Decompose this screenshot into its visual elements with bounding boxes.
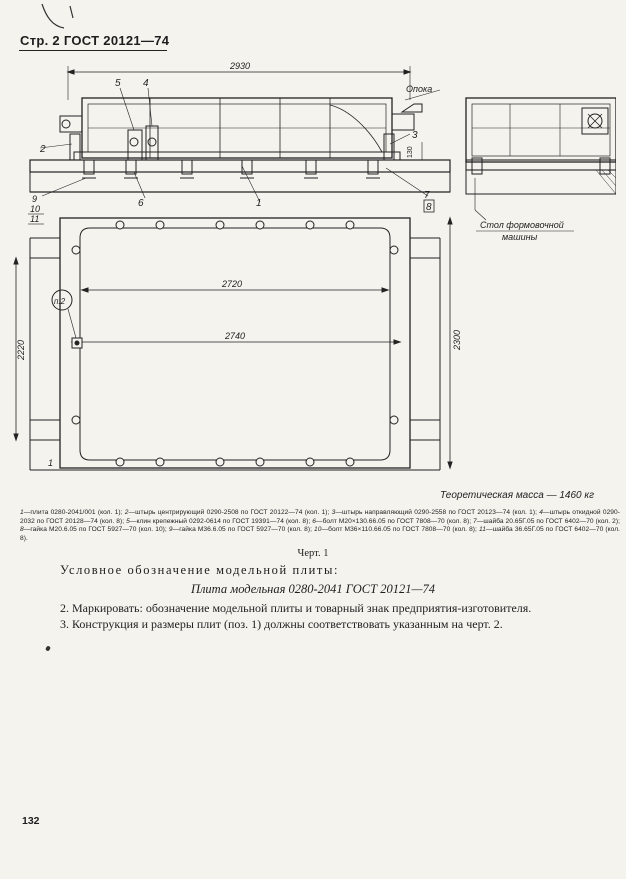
legend-num-6: 6 (312, 517, 316, 525)
side-elevation: Стол формовочной машины (465, 97, 616, 242)
plan-view: 2720 2740 п.2 2220 2300 1 (13, 216, 462, 471)
dim-small-height: 130 (407, 146, 414, 158)
legend-item-10: —болт М36×110.66.05 по ГОСТ 7808—70 (кол… (321, 526, 479, 534)
legend-num-11: 11 (478, 526, 486, 534)
pos-2-label: 2 (39, 144, 46, 155)
pos-1-label: 1 (256, 198, 262, 209)
legend-num-10: 10 (314, 526, 322, 534)
page-number: 132 (22, 815, 40, 827)
legend-num-4: 4 (539, 509, 543, 516)
front-elevation: 2930 (28, 61, 451, 225)
legend-num-2: 2 (124, 509, 129, 516)
designation-heading: Условное обозначение модельной плиты: (60, 563, 340, 577)
dim-height-right: 2300 (452, 330, 462, 351)
legend-num-3: 3 (331, 509, 336, 516)
legend-item-9: —гайка М36.6.05 по ГОСТ 5927—70 (кол. 8)… (172, 526, 315, 534)
dim-overall-length: 2930 (229, 61, 250, 71)
clause-3: 3. Конструкция и размеры плит (поз. 1) д… (60, 617, 503, 631)
pos-6-label: 6 (138, 198, 144, 209)
dim-2720: 2720 (221, 279, 242, 289)
legend-item-11: —шайба 36.65Г.05 по ГОСТ 6402—70 (кол. 8… (20, 526, 620, 542)
legend-item-5: —клин крепежный 0292-0614 по ГОСТ 19391—… (129, 517, 313, 525)
page-header: Стр. 2 ГОСТ 20121—74 (20, 33, 170, 48)
detail-ref-label: п.2 (54, 297, 66, 306)
pos-1-plan-label: 1 (48, 458, 53, 468)
designation-example: Плита модельная 0280-2041 ГОСТ 20121—74 (190, 582, 436, 596)
scan-mark (41, 3, 74, 29)
figure-caption: Черт. 1 (297, 548, 329, 559)
parts-legend: 1—плита 0280-2041/001 (кол. 1); 2—штырь … (20, 509, 620, 543)
header-rule (19, 50, 167, 51)
machine-table-label-2: машины (502, 232, 538, 242)
pos-5-label: 5 (115, 78, 121, 89)
flask-label: Опока (406, 84, 432, 94)
dim-hole-span: 2740 (224, 331, 245, 341)
legend-num-5: 5 (126, 517, 130, 525)
legend-item-1: —плита 0280-2041/001 (кол. 1); (23, 509, 125, 516)
legend-num-7: 7 (473, 517, 477, 525)
pos-7-label: 7 (424, 190, 430, 201)
assembly-drawing: 2930 (13, 61, 616, 471)
pos-11-label: 11 (30, 214, 39, 224)
legend-num-8: 8 (20, 526, 24, 534)
pos-4-label: 4 (143, 78, 149, 89)
dim-height-left: 2220 (16, 340, 26, 361)
legend-item-4: —штырь откидной 0290-2032 по ГОСТ 20128—… (20, 509, 620, 525)
legend-item-6: —болт М20×130.66.05 по ГОСТ 7808—70 (кол… (315, 517, 474, 525)
legend-num-1: 1 (20, 509, 24, 516)
pos-3-label: 3 (412, 130, 418, 141)
clause-2: 2. Маркировать: обозначение модельной пл… (60, 601, 532, 615)
legend-item-8: —гайка М20.6.05 по ГОСТ 5927—70 (кол. 10… (23, 526, 169, 534)
machine-table-label-1: Стол формовочной (480, 220, 564, 230)
theoretical-mass-note: Теоретическая масса — 1460 кг (440, 490, 595, 501)
pos-9-label: 9 (32, 194, 37, 204)
legend-item-2: —штырь центрирующий 0290-2508 по ГОСТ 20… (128, 509, 332, 516)
pos-8-label: 8 (426, 202, 432, 213)
legend-num-9: 9 (168, 526, 173, 534)
legend-item-7: —шайба 20.65Г.05 по ГОСТ 6402—70 (кол. 2… (476, 517, 620, 525)
scan-speck (45, 645, 51, 652)
legend-item-3: —штырь направляющий 0290-2558 по ГОСТ 20… (335, 509, 540, 516)
pos-10-label: 10 (30, 204, 40, 214)
